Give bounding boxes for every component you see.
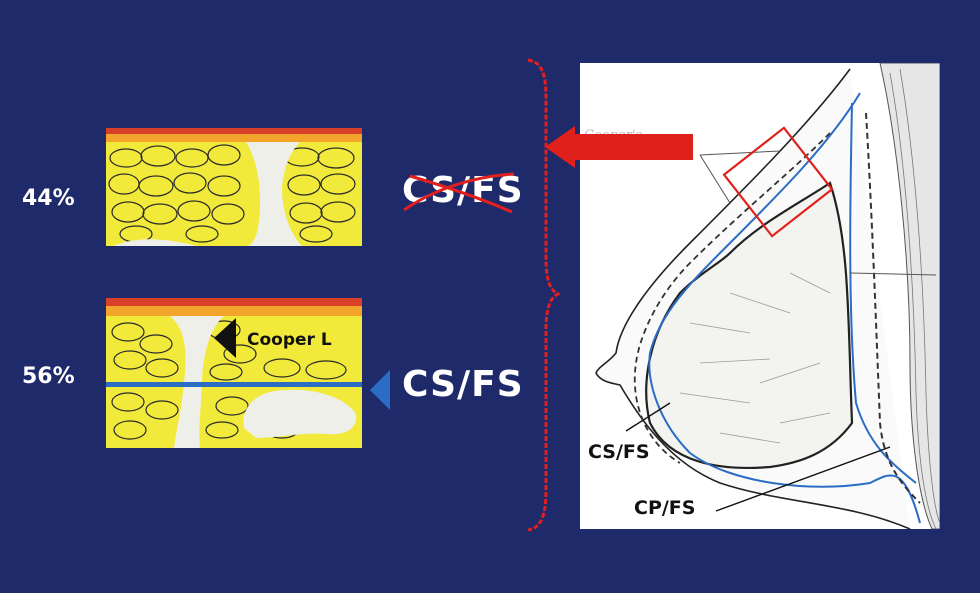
cs-fs-illustration-label: CS/FS — [588, 441, 650, 463]
tissue-panel-bottom — [106, 298, 362, 448]
cs-fs-label-bottom: CS/FS — [402, 364, 524, 405]
strike-cross — [403, 172, 515, 214]
percent-top: 44% — [22, 186, 75, 211]
red-arrow-icon — [545, 126, 693, 168]
curly-bracket — [527, 58, 560, 532]
cooper-label: Cooper L — [247, 330, 332, 350]
cs-fs-label-top: CS/FS — [402, 170, 524, 211]
tissue-panel-top — [106, 128, 362, 246]
percent-bottom: 56% — [22, 364, 75, 389]
cooper-arrow-icon — [214, 318, 236, 358]
anatomy-drawing — [595, 62, 941, 530]
cp-fs-illustration-label: CP/FS — [634, 497, 696, 519]
blue-triangle-icon — [370, 370, 390, 410]
